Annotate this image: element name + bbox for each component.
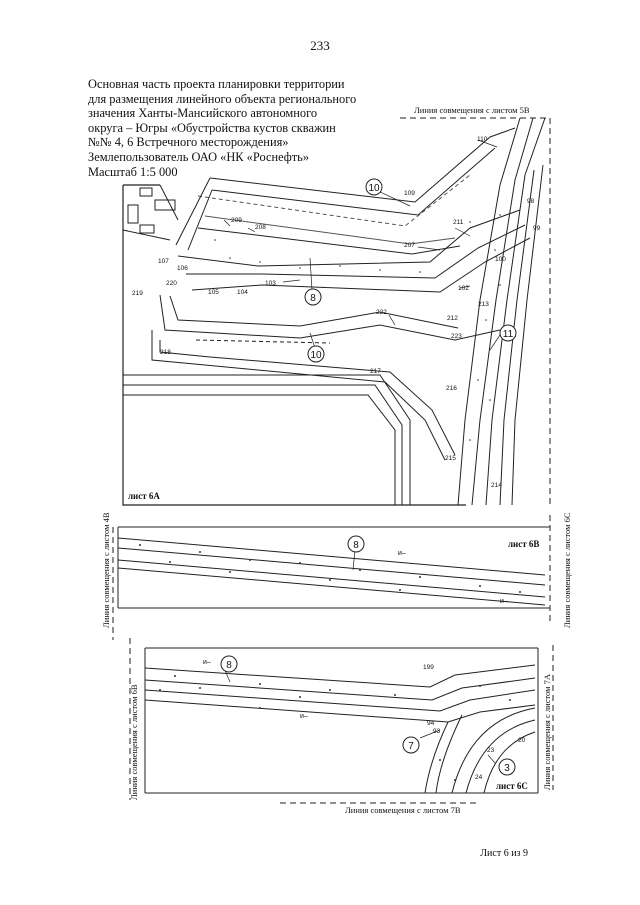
buildings bbox=[122, 184, 179, 241]
corridor-10-lower bbox=[151, 294, 501, 461]
terrain-mark: и– bbox=[500, 598, 508, 605]
point-label: 208 bbox=[255, 224, 266, 231]
circled-label-rings bbox=[220, 178, 517, 776]
circled-label: 10 bbox=[310, 350, 322, 361]
point-label: 109 bbox=[404, 190, 415, 197]
corridor-10-upper bbox=[175, 127, 516, 251]
point-label: 217 bbox=[370, 368, 381, 375]
point-label: 23 bbox=[487, 747, 495, 754]
point-label: 102 bbox=[458, 285, 469, 292]
title-block: Основная часть проекта планировки террит… bbox=[88, 77, 363, 179]
sheet-label-6c: лист 6С bbox=[496, 781, 528, 791]
sheet-label-6b: лист 6В bbox=[508, 539, 540, 549]
title-line: округа – Югры «Обустройства кустов скваж… bbox=[88, 120, 336, 135]
match-line-label-7b: Линия совмещения с листом 7В bbox=[345, 805, 461, 815]
point-label: 24 bbox=[475, 774, 483, 781]
point-label: 106 bbox=[177, 265, 188, 272]
title-line: Землепользователь ОАО «НК «Роснефть» bbox=[88, 149, 310, 164]
title-line: для размещения линейного объекта региона… bbox=[88, 91, 357, 106]
circled-label: 10 bbox=[368, 183, 380, 194]
point-label: 223 bbox=[451, 333, 462, 340]
scale-line: Масштаб 1:5 000 bbox=[88, 164, 178, 179]
title-line: №№ 4, 6 Встречного месторождения» bbox=[88, 135, 289, 150]
circled-label: 8 bbox=[353, 540, 359, 551]
parcel-polygon bbox=[123, 374, 411, 505]
title-line: Основная часть проекта планировки террит… bbox=[88, 77, 345, 91]
point-label: 213 bbox=[478, 301, 489, 308]
point-label: 103 bbox=[265, 280, 276, 287]
point-label: 104 bbox=[237, 289, 248, 296]
circled-label-texts: 10 8 10 11 8 8 7 3 bbox=[226, 183, 513, 774]
circled-label: 3 bbox=[504, 763, 510, 774]
point-label: 107 bbox=[158, 258, 169, 265]
sheet-footer: Лист 6 из 9 bbox=[480, 848, 528, 859]
point-label: 98 bbox=[527, 198, 535, 205]
point-label: 110 bbox=[477, 136, 488, 143]
point-label: 212 bbox=[447, 315, 458, 322]
point-label: 209 bbox=[231, 217, 242, 224]
right-road bbox=[457, 117, 546, 506]
point-label: 93 bbox=[433, 728, 441, 735]
circled-label: 8 bbox=[310, 293, 316, 304]
point-label: 211 bbox=[453, 219, 464, 226]
point-label: 220 bbox=[166, 280, 177, 287]
sheet-6c-frame bbox=[129, 638, 554, 804]
point-label: 215 bbox=[445, 455, 456, 462]
point-label: 222 bbox=[376, 309, 387, 316]
point-label: 99 bbox=[533, 225, 541, 232]
point-label: 20 bbox=[518, 737, 526, 744]
page-number: 233 bbox=[310, 38, 330, 53]
point-label: 94 bbox=[427, 720, 435, 727]
title-line: значения Ханты-Мансийского автономного bbox=[88, 106, 318, 121]
match-line-label-5b: Линия совмещения с листом 5В bbox=[414, 105, 530, 115]
terrain-marks: и– и– и– и– bbox=[203, 550, 508, 720]
circled-label: 8 bbox=[226, 660, 232, 671]
sheet-6b-frame bbox=[112, 515, 551, 640]
stipple-dots bbox=[139, 214, 521, 781]
point-label: 100 bbox=[495, 256, 506, 263]
point-label: 216 bbox=[446, 385, 457, 392]
leader-lines bbox=[223, 139, 501, 351]
point-labels: 110 109 98 99 100 211 207 209 208 107 10… bbox=[132, 136, 541, 781]
point-label: 207 bbox=[404, 242, 415, 249]
point-label: 199 bbox=[423, 664, 434, 671]
point-label: 219 bbox=[132, 290, 143, 297]
point-label: 214 bbox=[491, 482, 502, 489]
point-label: 218 bbox=[160, 349, 171, 356]
circled-label: 7 bbox=[408, 741, 414, 752]
terrain-mark: и– bbox=[300, 713, 308, 720]
terrain-mark: и– bbox=[398, 550, 406, 557]
sheet-6a-frame bbox=[122, 117, 551, 506]
point-label: 105 bbox=[208, 289, 219, 296]
corridor-8 bbox=[177, 209, 531, 293]
sheet-label-6a: лист 6А bbox=[128, 491, 160, 501]
circled-label: 11 bbox=[503, 329, 514, 340]
terrain-mark: и– bbox=[203, 659, 211, 666]
